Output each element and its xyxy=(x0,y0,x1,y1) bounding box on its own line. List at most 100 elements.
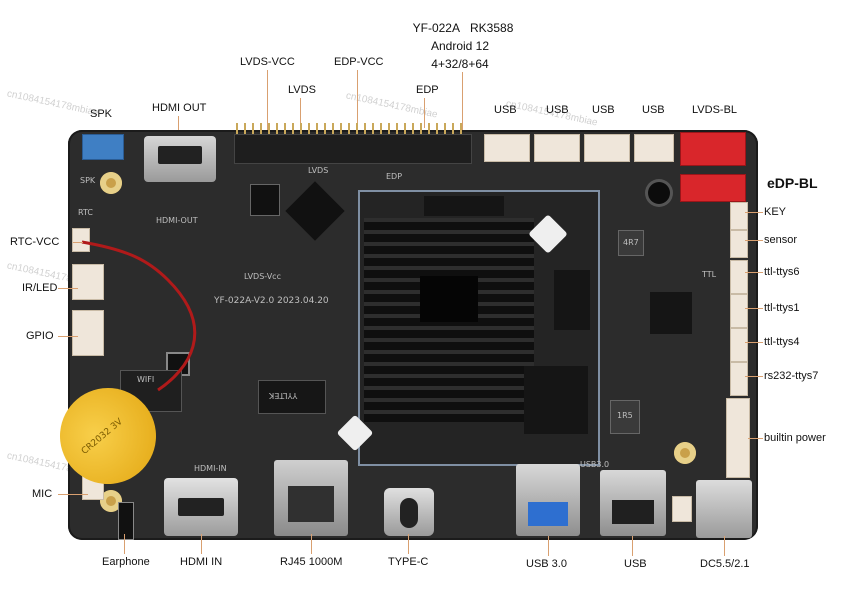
label-hdmi-out: HDMI OUT xyxy=(152,102,207,114)
small-connector xyxy=(672,496,692,522)
label-usb-2: USB xyxy=(546,104,569,116)
type-c-port[interactable] xyxy=(384,488,434,536)
ir-led-connector xyxy=(72,264,104,300)
label-ttl-ttys1: ttl-ttys1 xyxy=(764,302,800,314)
lvds-edp-header xyxy=(234,134,472,164)
leader-line xyxy=(745,308,763,309)
leader-line xyxy=(73,242,83,243)
edp-bl-connector xyxy=(680,174,746,202)
pin-header-strip xyxy=(234,122,470,135)
leader-line xyxy=(408,534,409,554)
label-ttl-ttys6: ttl-ttys6 xyxy=(764,266,800,278)
mounting-hole xyxy=(674,442,696,464)
leader-line xyxy=(745,272,763,273)
label-lvds-bl: LVDS-BL xyxy=(692,104,738,116)
label-usb-3: USB xyxy=(592,104,615,116)
usb-header-1 xyxy=(484,134,530,162)
builtin-power-connector xyxy=(726,398,750,478)
label-edp-bl: eDP-BL xyxy=(767,175,818,191)
pmic-chip xyxy=(650,292,692,334)
label-key: KEY xyxy=(764,206,787,218)
os-label: Android 12 xyxy=(430,39,490,53)
header-model-soc: YF-022A RK3588 xyxy=(398,22,528,35)
silk-usb30: USB3.0 xyxy=(580,460,610,469)
label-gpio: GPIO xyxy=(26,330,54,342)
key-connector xyxy=(730,202,748,230)
leader-line xyxy=(745,342,763,343)
usb-header-3 xyxy=(584,134,630,162)
mounting-hole xyxy=(100,172,122,194)
leader-line xyxy=(745,376,763,377)
leader-line xyxy=(311,534,312,554)
pcb-board: LVDS EDP SPK RTC HDMI-OUT LVDS-Vcc TTL xyxy=(40,123,758,540)
label-usb-bottom: USB xyxy=(624,558,647,570)
rj45-port[interactable] xyxy=(274,460,348,536)
mounting-hole xyxy=(648,182,670,204)
leader-line xyxy=(724,536,725,556)
ttl-ttys1-connector xyxy=(730,294,748,328)
leader-line xyxy=(748,438,763,439)
silk-spk: SPK xyxy=(80,176,96,185)
hdmi-in-port[interactable] xyxy=(164,478,238,536)
label-rtc-vcc: RTC-VCC xyxy=(10,236,60,248)
silk-hdmi-out: HDMI-OUT xyxy=(156,216,198,225)
label-earphone: Earphone xyxy=(102,556,150,568)
leader-line xyxy=(58,494,88,495)
inductor: 1R5 xyxy=(610,400,640,434)
dc-jack[interactable] xyxy=(696,480,752,538)
leader-line xyxy=(357,70,358,150)
usb-3-0-port[interactable] xyxy=(516,464,580,536)
memory-chip xyxy=(424,196,504,216)
memory-chip xyxy=(554,270,590,330)
leader-line xyxy=(58,288,78,289)
rtc-vcc-connector xyxy=(72,228,90,252)
leader-line xyxy=(58,336,78,337)
leader-line xyxy=(201,534,202,554)
label-ir-led: IR/LED xyxy=(22,282,58,294)
label-dc-jack: DC5.5/2.1 xyxy=(700,558,750,570)
heatsink xyxy=(364,218,534,422)
leader-line xyxy=(745,212,763,213)
label-usb-3-0: USB 3.0 xyxy=(526,558,567,570)
leader-line xyxy=(548,536,549,556)
silk-ttl: TTL xyxy=(702,270,717,279)
label-mic: MIC xyxy=(32,488,53,500)
leader-line xyxy=(124,534,125,554)
lvds-bl-connector xyxy=(680,132,746,166)
memory-label: 4+32/8+64 xyxy=(431,57,489,71)
usb-header-4 xyxy=(634,134,674,162)
sensor-connector xyxy=(730,230,748,258)
silk-wifi: WIFI xyxy=(137,375,155,384)
inductor: 4R7 xyxy=(618,230,644,256)
earphone-jack[interactable] xyxy=(118,502,134,540)
mounting-hole xyxy=(100,490,122,512)
label-usb-4: USB xyxy=(642,104,665,116)
label-edp-vcc: EDP-VCC xyxy=(334,56,384,68)
label-builtin-power: builtin power xyxy=(764,432,826,444)
silk-inductor-1: 4R7 xyxy=(623,238,639,247)
leader-line xyxy=(632,536,633,556)
silk-lvds-vcc: LVDS-Vcc xyxy=(244,272,281,281)
soc-label: RK3588 xyxy=(470,21,514,35)
leader-line xyxy=(267,70,268,185)
rtc-battery-wire xyxy=(81,240,197,392)
label-rj45: RJ45 1000M xyxy=(280,556,343,568)
label-lvds: LVDS xyxy=(288,84,316,96)
silk-rtc: RTC xyxy=(78,208,93,217)
model-label: YF-022A xyxy=(412,21,460,35)
label-spk: SPK xyxy=(90,108,113,120)
usb-port-bottom[interactable] xyxy=(600,470,666,536)
silk-inductor-2: 1R5 xyxy=(617,411,633,420)
spk-connector xyxy=(82,134,124,160)
label-edp: EDP xyxy=(416,84,439,96)
ethernet-chip: YYLTEK xyxy=(258,380,326,414)
leader-line xyxy=(424,98,425,128)
ttl-ttys6-connector xyxy=(730,260,748,294)
lvds-vcc-jumper xyxy=(250,184,280,216)
label-ttl-ttys4: ttl-ttys4 xyxy=(764,336,800,348)
leader-line xyxy=(300,98,301,128)
silk-battery: CR2032 3V xyxy=(79,416,125,457)
label-sensor: sensor xyxy=(764,234,798,246)
label-type-c: TYPE-C xyxy=(388,556,429,568)
ttl-ttys4-connector xyxy=(730,328,748,362)
